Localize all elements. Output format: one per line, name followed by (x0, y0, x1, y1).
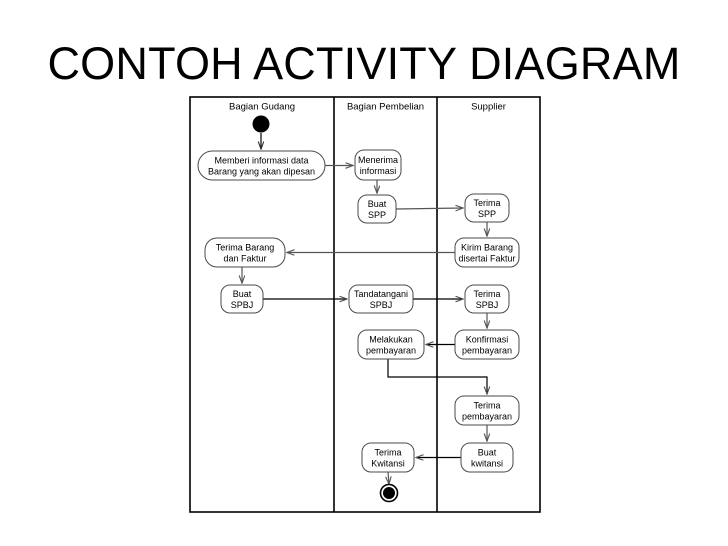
action-label-line1: Tandatangani (354, 289, 408, 299)
action-label-line2: informasi (360, 166, 397, 176)
action-shape (460, 442, 514, 473)
node-melakukan-pembayaran[interactable]: Melakukan pembayaran (357, 329, 425, 360)
action-shape (464, 284, 510, 314)
node-terima-spbj[interactable]: Terima SPBJ (464, 284, 510, 314)
flow-terimakwitansi-to-end (388, 471, 389, 484)
action-label-line2: SPP (478, 209, 496, 219)
action-label-line1: Melakukan (369, 335, 413, 345)
action-shape (361, 442, 415, 473)
node-buat-spbj[interactable]: Buat SPBJ (220, 284, 264, 314)
action-label-line2: Kwitansi (371, 459, 405, 469)
action-label-line2: kwitansi (471, 459, 503, 469)
action-label-line1: Kirim Barang (461, 243, 513, 253)
action-shape (454, 395, 520, 426)
action-label-line1: Terima (473, 401, 500, 411)
action-label-line2: SPBJ (476, 300, 499, 310)
node-terima-spp[interactable]: Terima SPP (464, 193, 510, 223)
action-label-line2: Barang yang akan dipesan (208, 167, 315, 177)
action-label-line2: disertai Faktur (458, 254, 515, 264)
control-flows (242, 133, 487, 484)
initial-node-dot (252, 115, 270, 133)
swimlane-frame (189, 96, 541, 513)
action-label-line1: Buat (233, 289, 252, 299)
node-kirim-barang[interactable]: Kirim Barang disertai Faktur (454, 237, 520, 268)
action-label-line2: SPBJ (231, 300, 254, 310)
action-label-line1: Buat (478, 448, 497, 458)
action-shape (464, 193, 510, 223)
action-shape (204, 237, 286, 268)
final-node-ring (379, 483, 399, 503)
lane-header-gudang: Bagian Gudang (229, 102, 295, 113)
action-shape (220, 284, 264, 314)
action-label-line1: Terima Barang (216, 243, 275, 253)
node-menerima-informasi[interactable]: Menerima informasi (354, 149, 402, 181)
action-shape (357, 329, 425, 360)
node-terima-pembayaran[interactable]: Terima pembayaran (454, 395, 520, 426)
action-shape (354, 149, 402, 181)
action-shape (197, 150, 326, 181)
action-shape (348, 284, 414, 314)
action-label-line2: pembayaran (366, 346, 416, 356)
final-node-dot (383, 487, 395, 499)
page-title: CONTOH ACTIVITY DIAGRAM (47, 38, 681, 89)
lane-header-supplier: Supplier (471, 102, 506, 113)
node-buat-kwitansi[interactable]: Buat kwitansi (460, 442, 514, 473)
action-label-line2: SPP (368, 210, 386, 220)
action-label-line1: Terima (473, 289, 500, 299)
node-terima-barang-faktur[interactable]: Terima Barang dan Faktur (204, 237, 286, 268)
action-label-line2: pembayaran (462, 346, 512, 356)
action-label-line1: Konfirmasi (466, 335, 509, 345)
flow-buatspp-to-terimaspp (395, 208, 463, 209)
node-memberi-informasi[interactable]: Memberi informasi data Barang yang akan … (197, 150, 326, 181)
action-shape (357, 194, 397, 224)
action-label-line1: Memberi informasi data (214, 156, 308, 166)
action-label-line1: Buat (368, 199, 387, 209)
node-konfirmasi-pembayaran[interactable]: Konfirmasi pembayaran (454, 329, 520, 360)
lane-header-pembelian: Bagian Pembelian (347, 102, 424, 113)
node-initial-start[interactable] (252, 115, 270, 133)
node-buat-spp[interactable]: Buat SPP (357, 194, 397, 224)
swimlane-headers: Bagian Gudang Bagian Pembelian Supplier (229, 102, 506, 113)
action-shape (454, 329, 520, 360)
action-label-line2: SPBJ (370, 300, 393, 310)
node-final-end[interactable] (379, 483, 399, 503)
flow-melakukan-to-terimapembayaran (387, 359, 487, 394)
node-terima-kwitansi[interactable]: Terima Kwitansi (361, 442, 415, 473)
action-shape (454, 237, 520, 268)
action-label-line1: Terima (473, 198, 500, 208)
action-label-line2: dan Faktur (223, 254, 266, 264)
action-label-line1: Menerima (358, 155, 398, 165)
action-label-line2: pembayaran (462, 412, 512, 422)
swimlane-outer-border (189, 96, 541, 513)
node-tandatangani-spbj[interactable]: Tandatangani SPBJ (348, 284, 414, 314)
action-label-line1: Terima (374, 448, 401, 458)
